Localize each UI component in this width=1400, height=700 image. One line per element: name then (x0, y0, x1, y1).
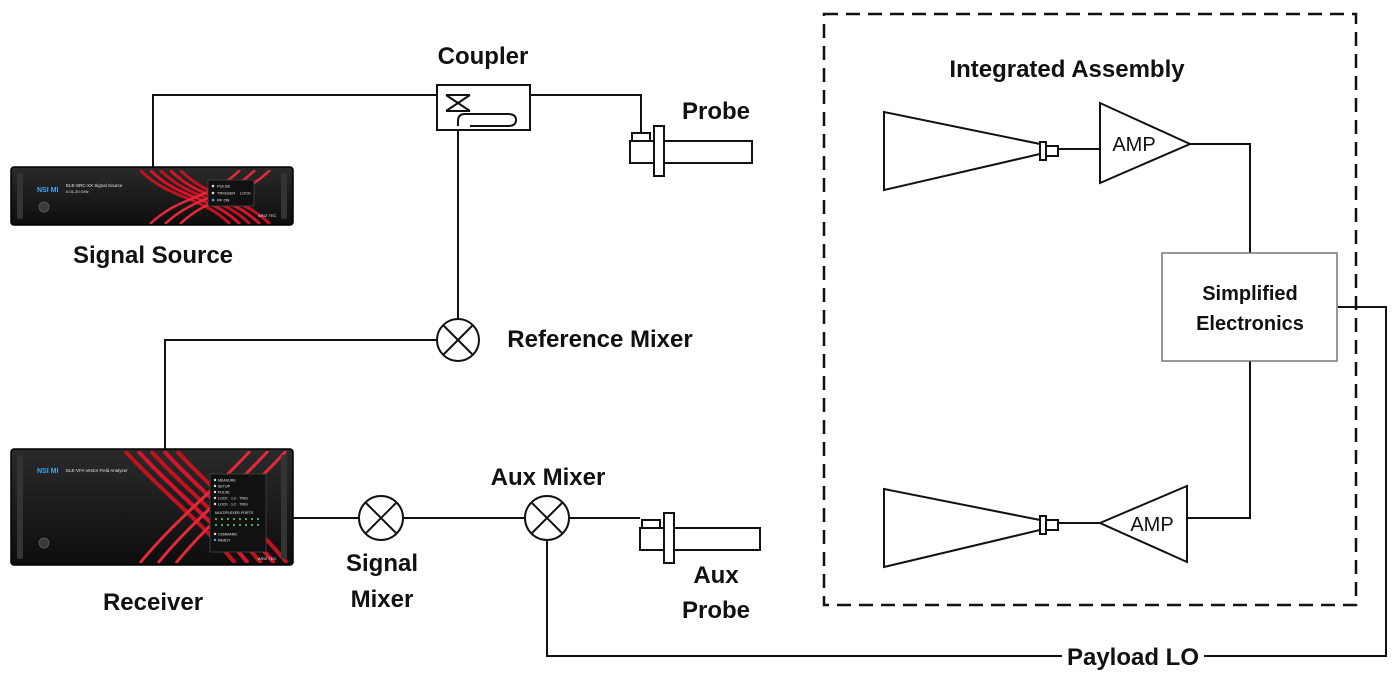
source-model: ELE-SRC-XX Signal Source (66, 183, 123, 188)
reference-mixer (436, 318, 480, 362)
signal-source-label: Signal Source (73, 242, 233, 269)
aux-probe (639, 512, 761, 564)
receiver-status-ready: READY (218, 539, 231, 543)
electronics-to-amp-bottom-wire (1187, 361, 1251, 519)
payload-lo-wire-right (1204, 306, 1387, 657)
source-indicator-rf-on: RF ON (217, 198, 230, 203)
ref-mixer-to-receiver-wire (164, 339, 437, 450)
source-to-coupler-wire (152, 94, 642, 168)
payload-lo-wire (546, 541, 1062, 657)
payload-lo-label: Payload LO (1067, 644, 1199, 671)
amp-top-to-electronics-wire (1190, 143, 1251, 253)
signal-mixer-label-line1: Signal (346, 550, 418, 577)
receiver-indicator-setup: SETUP (218, 485, 231, 489)
amplifier-top-label: AMP (1112, 134, 1155, 156)
aux-mixer (524, 495, 570, 541)
signal-mixer-label-line2: Mixer (351, 586, 414, 613)
receiver-multiplexer-label: MULTIPLEXER PORTS (215, 511, 254, 515)
probe (629, 125, 753, 177)
receiver-model: ELE-VFA Vector Field Analyzer (66, 468, 128, 473)
integrated-assembly-boundary (822, 12, 1358, 607)
signal-source-device: NSI MI ELE-SRC-XX Signal Source 0.01-20 … (10, 166, 294, 226)
amplifier-top (1099, 101, 1193, 185)
source-indicator-pulse: PULSE (217, 184, 230, 189)
receiver-device: NSI MI ELE-VFA Vector Field Analyzer MEA… (10, 448, 294, 566)
receiver-footer: ARIZ·TEC (258, 556, 277, 561)
integrated-assembly-label: Integrated Assembly (949, 56, 1185, 83)
receiver-indicator-lock-1: LOCK · 1-2 · TRIG (218, 497, 248, 501)
source-footer: ARIZ·TEC (258, 213, 277, 218)
amplifier-bottom-label: AMP (1130, 514, 1173, 536)
source-indicator-trigger: TRIGGER (217, 191, 235, 196)
reference-mixer-label: Reference Mixer (507, 326, 692, 353)
simplified-electronics-box (1161, 252, 1338, 362)
aux-probe-label-line1: Aux (693, 562, 739, 589)
receiver-brand: NSI MI (37, 468, 58, 475)
coupler-label: Coupler (438, 43, 529, 70)
amplifier-bottom (1097, 484, 1188, 564)
source-indicator-lock: LOCK (240, 191, 251, 196)
receiver-label: Receiver (103, 589, 203, 616)
aux-mixer-label: Aux Mixer (491, 464, 606, 491)
horn-antenna-top (883, 110, 1059, 192)
aux-probe-label-line2: Probe (682, 597, 750, 624)
receiver-indicator-lock-2: LOCK · 1-2 · TRIG (218, 503, 248, 507)
electronics-label-line2: Electronics (1196, 313, 1304, 335)
signal-mixer (358, 495, 404, 541)
source-brand: NSI MI (37, 187, 58, 194)
receiver-indicator-measure: MEASURE (218, 479, 236, 483)
coupler (436, 84, 531, 131)
probe-label: Probe (682, 98, 750, 125)
electronics-label-line1: Simplified (1202, 283, 1298, 305)
source-range: 0.01-20 GHz (66, 189, 89, 194)
receiver-status-command: COMMAND (218, 533, 237, 537)
receiver-indicator-pulse: PULSE (218, 491, 230, 495)
horn-antenna-bottom (883, 487, 1059, 569)
